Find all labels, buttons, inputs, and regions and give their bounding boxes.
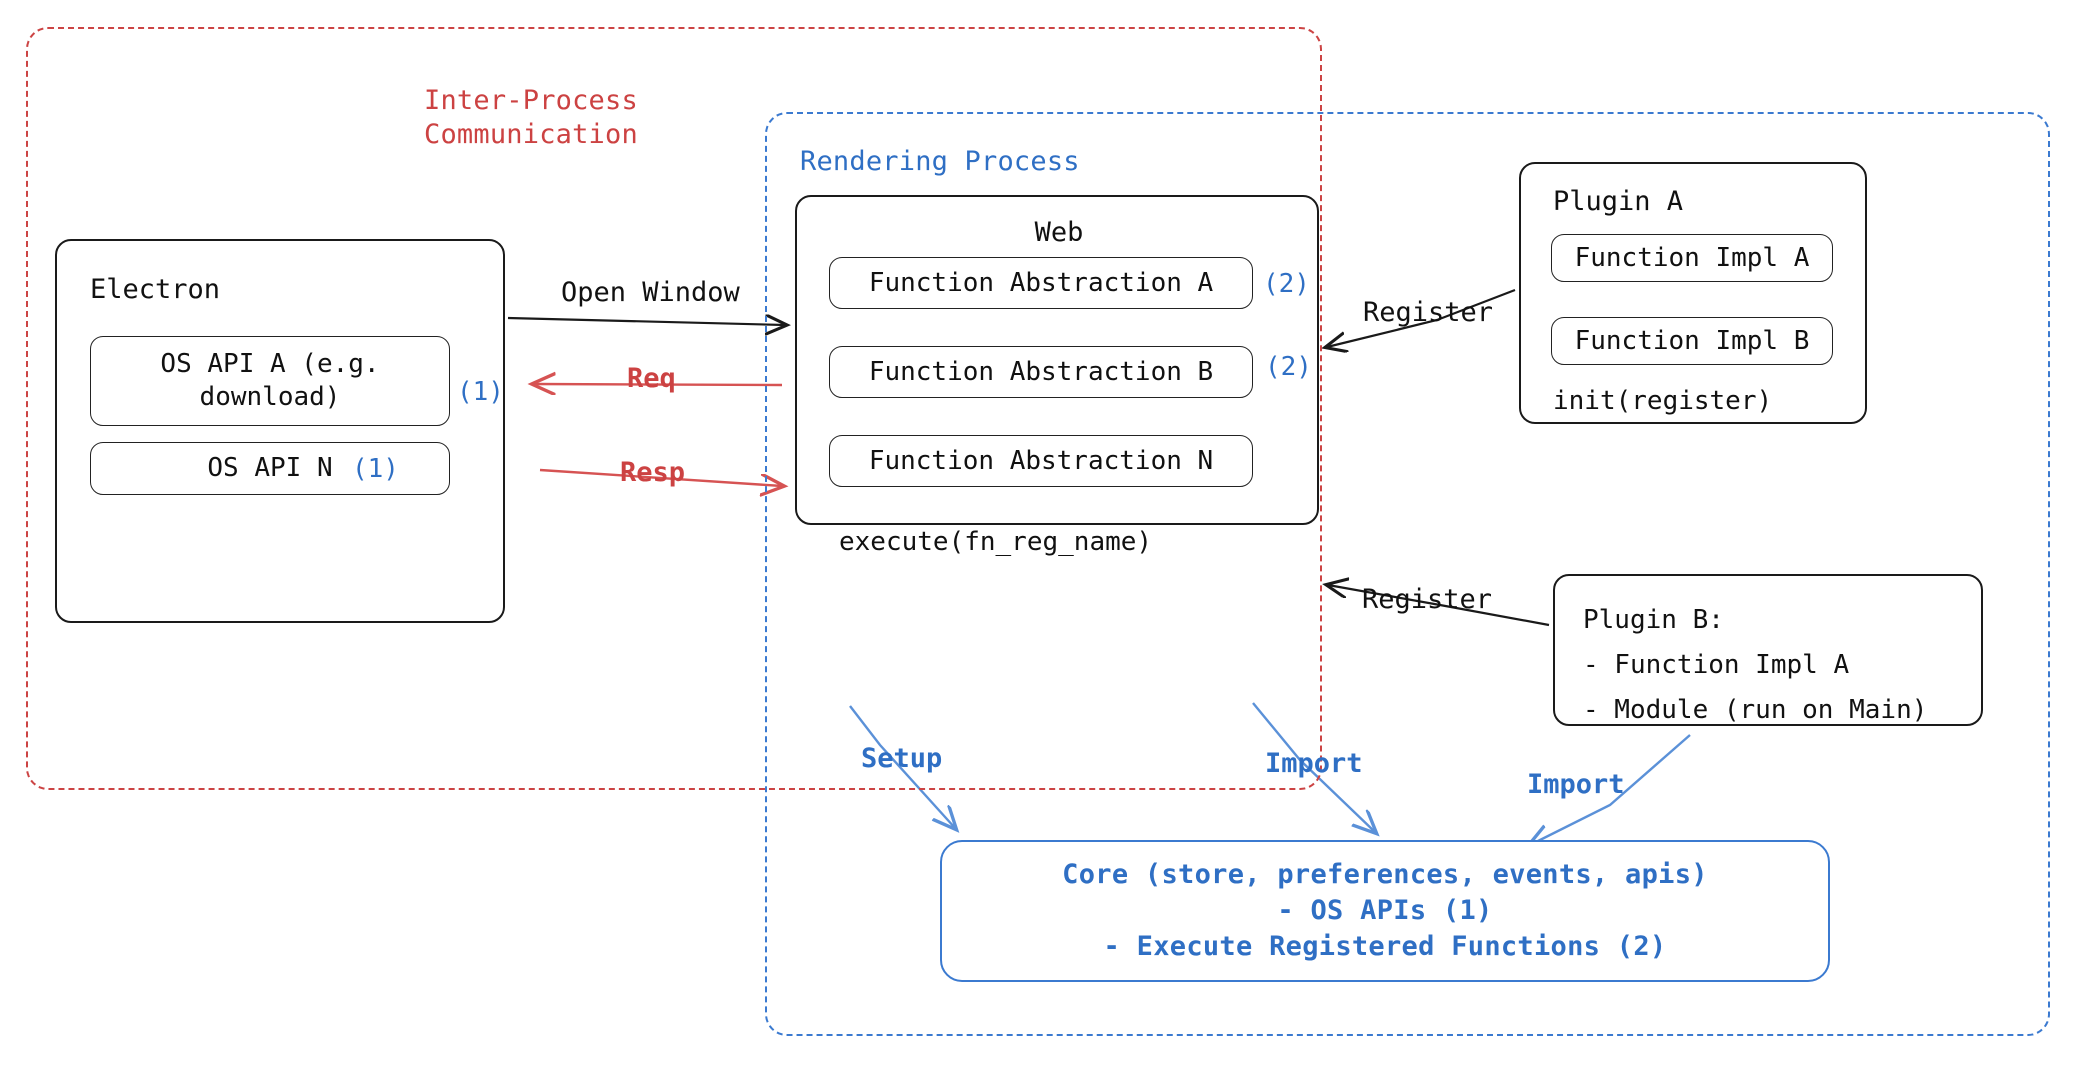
edge-label-import-web: Import: [1265, 748, 1363, 779]
plugin-b-lines: Plugin B: - Function Impl A - Module (ru…: [1583, 605, 1928, 725]
web-title: Web: [1034, 217, 1084, 248]
function-abstraction-a-label: Function Abstraction A: [868, 267, 1214, 298]
edge-label-setup: Setup: [861, 743, 943, 774]
os-api-a-marker: (1): [457, 377, 504, 407]
function-abstraction-b-marker: (2): [1265, 352, 1312, 382]
function-abstraction-a-marker: (2): [1263, 269, 1310, 299]
function-impl-a-box[interactable]: Function Impl A: [1551, 234, 1833, 282]
edge-label-import-plugin-b: Import: [1527, 769, 1625, 800]
edge-label-open-window: Open Window: [561, 277, 740, 308]
os-api-n-box[interactable]: OS API N: [90, 442, 450, 495]
group-inter-process-communication: [26, 27, 1322, 790]
core-line-title: Core (store, preferences, events, apis): [1062, 859, 1708, 890]
web-box[interactable]: Web Function Abstraction A (2) Function …: [795, 195, 1319, 557]
edge-label-req: Req: [627, 363, 676, 394]
function-abstraction-b-label: Function Abstraction B: [868, 356, 1214, 387]
function-abstraction-b-box[interactable]: Function Abstraction B: [829, 346, 1253, 398]
core-line-os-apis: - OS APIs (1): [1277, 895, 1493, 926]
plugin-a-box[interactable]: Plugin A Function Impl A Function Impl B…: [1519, 162, 1867, 424]
edge-label-resp: Resp: [620, 457, 686, 488]
edge-label-register-plugin-a: Register: [1363, 297, 1494, 328]
electron-title: Electron: [90, 274, 221, 305]
electron-box[interactable]: Electron OS API A (e.g. download) (1) OS…: [55, 239, 505, 623]
edge-label-register-plugin-b: Register: [1362, 584, 1493, 615]
plugin-b-box[interactable]: Plugin B: - Function Impl A - Module (ru…: [1553, 574, 1983, 726]
function-abstraction-n-box[interactable]: Function Abstraction N: [829, 435, 1253, 487]
core-line-execute-registered: - Execute Registered Functions (2): [1103, 931, 1667, 962]
function-impl-b-label: Function Impl B: [1574, 325, 1810, 356]
os-api-n-label: OS API N: [207, 453, 333, 483]
group-label-inter-process-communication: Inter-Process Communication: [424, 85, 638, 150]
function-impl-a-label: Function Impl A: [1574, 242, 1810, 273]
function-abstraction-a-box[interactable]: Function Abstraction A: [829, 257, 1253, 309]
os-api-a-label: OS API A (e.g. download): [160, 349, 380, 412]
function-impl-b-box[interactable]: Function Impl B: [1551, 317, 1833, 365]
plugin-a-init-signature: init(register): [1553, 386, 1773, 416]
group-label-rendering-process: Rendering Process: [800, 146, 1080, 177]
group-rendering-process: [765, 112, 2050, 1036]
core-box[interactable]: Core (store, preferences, events, apis) …: [940, 840, 1830, 982]
function-abstraction-n-label: Function Abstraction N: [868, 445, 1214, 476]
os-api-n-marker: (1): [352, 454, 399, 484]
os-api-a-box[interactable]: OS API A (e.g. download): [90, 336, 450, 426]
plugin-a-title: Plugin A: [1553, 186, 1684, 217]
web-execute-signature: execute(fn_reg_name): [839, 527, 1153, 557]
